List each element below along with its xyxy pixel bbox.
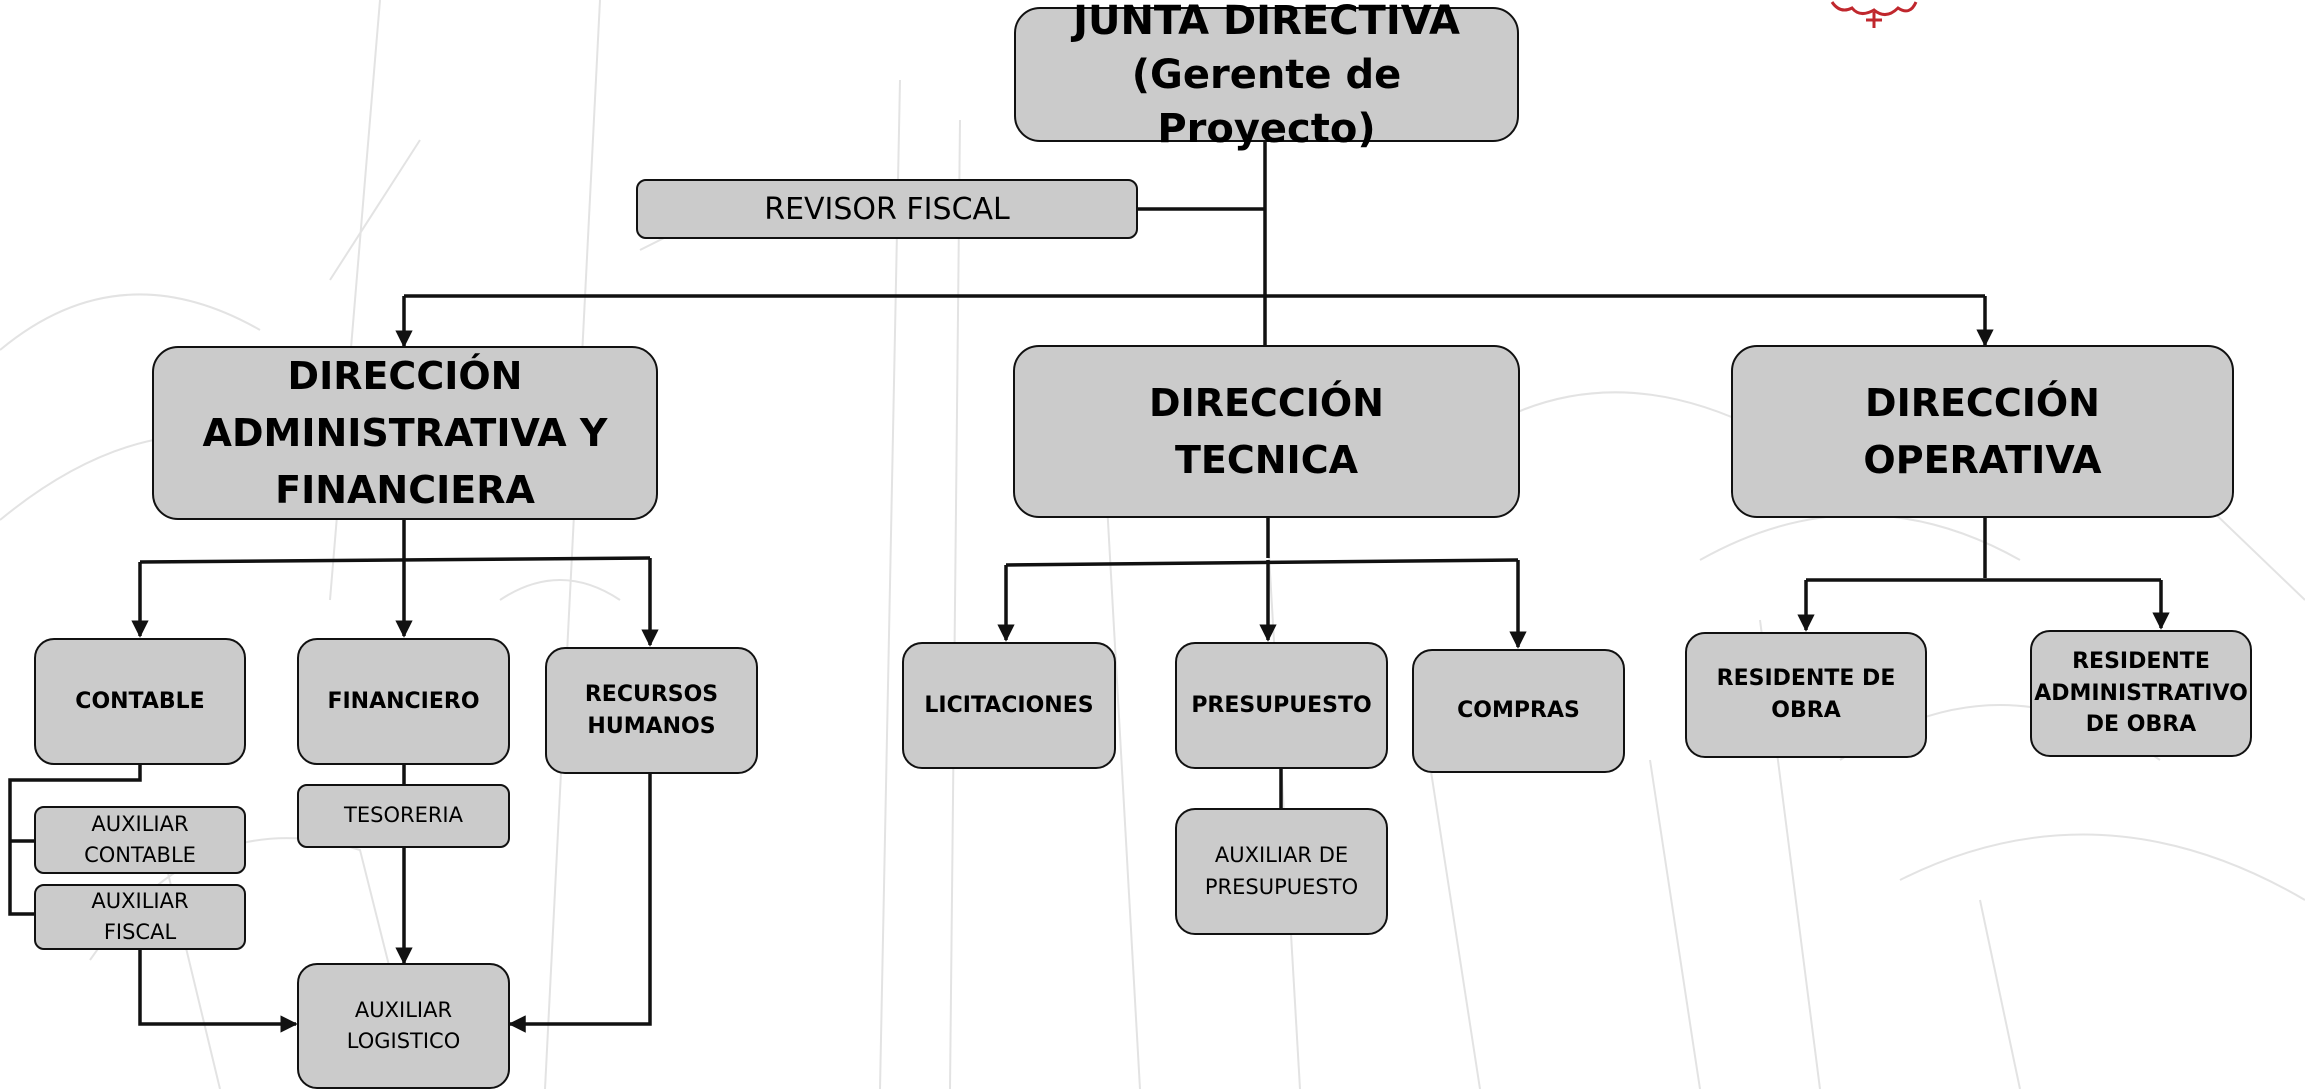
node-auxiliar-contable: AUXILIAR CONTABLE — [34, 806, 246, 874]
node-compras: COMPRAS — [1412, 649, 1625, 773]
node-direccion-administrativa: DIRECCIÓN ADMINISTRATIVA Y FINANCIERA — [152, 346, 658, 520]
node-auxiliar-presupuesto: AUXILIAR DE PRESUPUESTO — [1175, 808, 1388, 935]
node-residente-administrativo: RESIDENTE ADMINISTRATIVO DE OBRA — [2030, 630, 2252, 757]
node-recursos-humanos: RECURSOS HUMANOS — [545, 647, 758, 774]
node-presupuesto: PRESUPUESTO — [1175, 642, 1388, 769]
node-auxiliar-fiscal: AUXILIAR FISCAL — [34, 884, 246, 950]
node-direccion-operativa: DIRECCIÓN OPERATIVA — [1731, 345, 2234, 518]
node-revisor-fiscal: REVISOR FISCAL — [636, 179, 1138, 239]
node-direccion-tecnica: DIRECCIÓN TECNICA — [1013, 345, 1520, 518]
node-tesoreria: TESORERIA — [297, 784, 510, 848]
logo-seal — [1830, 1, 1918, 28]
node-licitaciones: LICITACIONES — [902, 642, 1116, 769]
node-financiero: FINANCIERO — [297, 638, 510, 765]
node-auxiliar-logistico: AUXILIAR LOGISTICO — [297, 963, 510, 1089]
node-residente-obra: RESIDENTE DE OBRA — [1685, 632, 1927, 758]
node-contable: CONTABLE — [34, 638, 246, 765]
node-junta-directiva: JUNTA DIRECTIVA (Gerente de Proyecto) — [1014, 0, 1519, 152]
